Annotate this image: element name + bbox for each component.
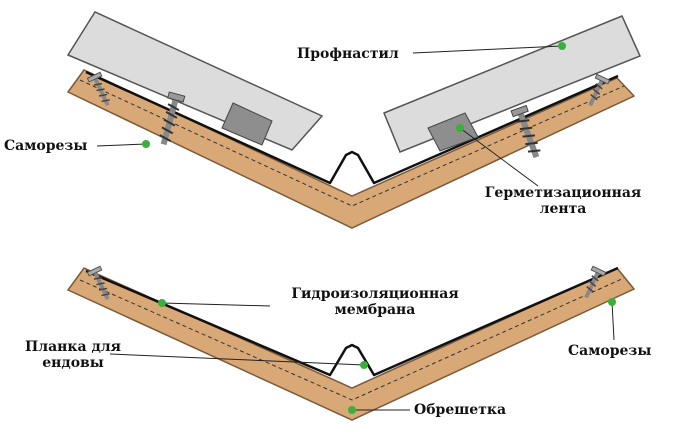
leader-line <box>109 353 365 366</box>
leader-line <box>96 143 147 147</box>
screw-icon <box>159 91 186 146</box>
label-planka-dlya-endovy: Планка для ендовы <box>8 339 138 371</box>
screw-icon <box>588 73 611 107</box>
label-planka-line1: Планка для <box>24 339 121 355</box>
bottom-membrane <box>85 266 619 377</box>
screw-icon <box>86 71 110 107</box>
label-samorezy-top: Саморезы <box>4 138 88 154</box>
label-germetizatsionnaya-lenta: Герметизационная лента <box>468 185 658 217</box>
label-samorezy-bottom: Саморезы <box>568 343 652 359</box>
label-gidro-line2: мембрана <box>334 302 416 318</box>
marker-dot <box>158 299 166 307</box>
top-right-sheet <box>383 15 642 153</box>
label-germ-line2: лента <box>539 201 587 217</box>
marker-dot <box>558 42 566 50</box>
leader-line <box>459 127 539 187</box>
label-gidroizolyatsionnaya-membrana: Гидроизоляционная мембрана <box>270 286 480 318</box>
label-obreshetka: Обрешетка <box>414 402 507 418</box>
bottom-dashed-line <box>79 277 625 401</box>
top-left-sealing-tape <box>221 102 273 146</box>
leader-line <box>412 45 563 54</box>
label-germ-line1: Герметизационная <box>484 185 642 201</box>
label-planka-line2: ендовы <box>42 355 104 371</box>
bottom-assembly <box>66 265 636 421</box>
marker-dot <box>348 406 356 414</box>
label-profnastil: Профнастил <box>297 46 399 62</box>
top-right-sealing-tape <box>427 112 479 152</box>
screw-icon <box>86 265 110 301</box>
marker-dot <box>360 361 368 369</box>
marker-dot <box>456 124 464 132</box>
label-gidro-line1: Гидроизоляционная <box>291 286 459 302</box>
leader-line <box>611 301 615 341</box>
top-assembly <box>66 11 642 229</box>
screw-icon <box>584 265 607 299</box>
top-batten-board <box>66 69 636 229</box>
top-valley-plank <box>85 70 619 185</box>
screw-icon <box>510 104 541 159</box>
marker-dot <box>142 140 150 148</box>
marker-dot <box>608 298 616 306</box>
leader-line <box>161 302 271 307</box>
